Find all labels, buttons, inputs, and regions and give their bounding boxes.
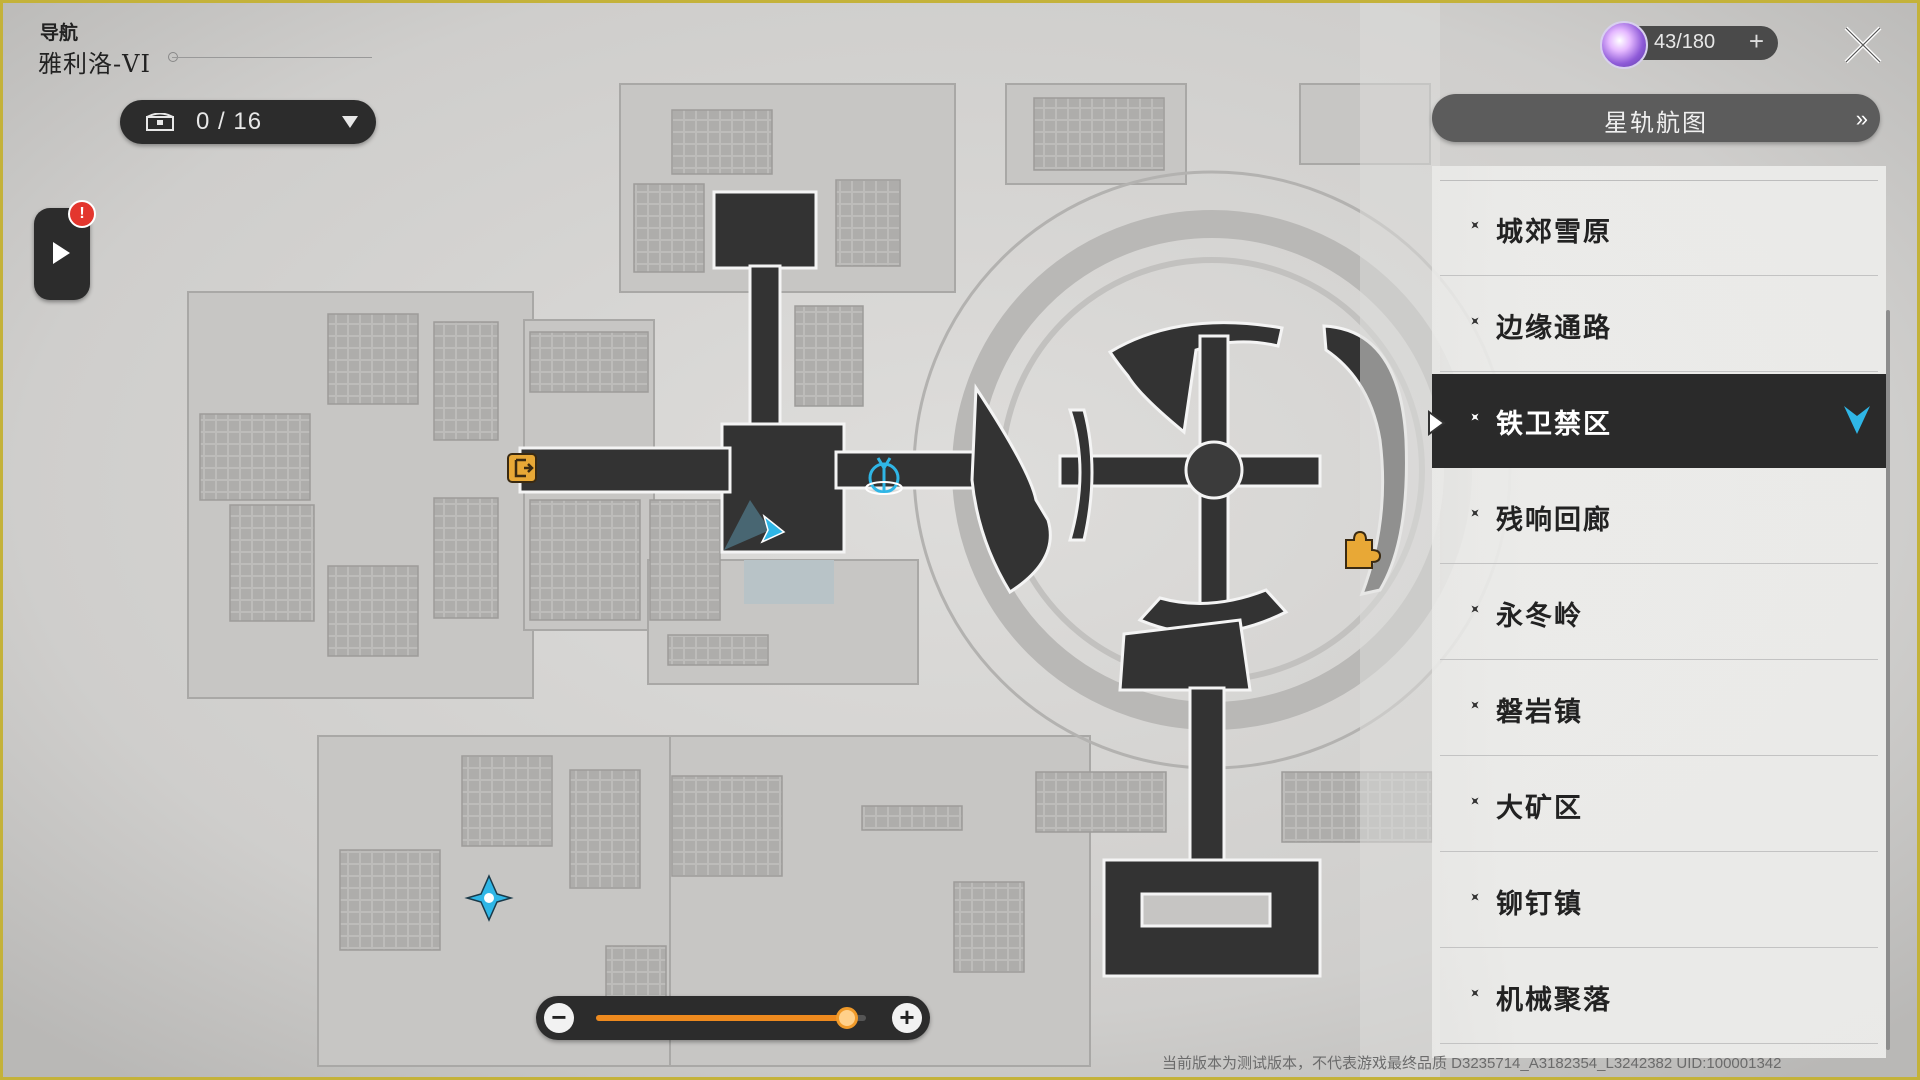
list-divider xyxy=(1440,180,1878,181)
area-list-item-label: 边缘通路 xyxy=(1496,313,1612,343)
area-list-item-label: 大矿区 xyxy=(1496,793,1583,823)
map-central-node xyxy=(1184,440,1244,500)
version-watermark: 当前版本为测试版本，不代表游戏最终品质 D3235714_A3182354_L3… xyxy=(1162,1055,1782,1072)
teleport-waypoint-icon xyxy=(464,874,514,922)
zoom-control: − + xyxy=(536,996,930,1040)
space-anchor-icon xyxy=(865,457,903,495)
area-list-item[interactable]: 铆钉镇 xyxy=(1432,854,1886,948)
sparkle-bullet-icon xyxy=(1468,698,1482,712)
sparkle-bullet-icon xyxy=(1468,410,1482,424)
sparkle-bullet-icon xyxy=(1468,602,1482,616)
area-list-item[interactable]: 城郊雪原 xyxy=(1432,182,1886,276)
list-divider xyxy=(1440,563,1878,564)
list-scrollbar[interactable] xyxy=(1886,310,1890,1050)
area-list-item-label: 磐岩镇 xyxy=(1496,697,1583,727)
sparkle-bullet-icon xyxy=(1468,986,1482,1000)
area-list-item-label: 铆钉镇 xyxy=(1496,889,1583,919)
star-rail-map-label: 星轨航图 xyxy=(1604,110,1708,137)
nav-label: 导航 xyxy=(40,23,79,44)
trailblaze-power-orb-icon xyxy=(1600,21,1648,69)
star-rail-map-button[interactable]: 星轨航图 » xyxy=(1432,94,1880,142)
region-divider xyxy=(172,57,372,58)
treasure-count: 0 / 16 xyxy=(196,108,263,135)
zoom-slider[interactable] xyxy=(596,1007,866,1029)
zoom-out-button[interactable]: − xyxy=(544,1003,574,1033)
list-divider xyxy=(1440,371,1878,372)
add-power-button[interactable]: + xyxy=(1748,26,1764,56)
list-divider xyxy=(1440,1043,1878,1044)
exit-door-icon xyxy=(507,453,537,483)
list-divider xyxy=(1440,275,1878,276)
area-list-item-label: 机械聚落 xyxy=(1496,985,1612,1015)
chevron-down-icon xyxy=(342,116,358,128)
sparkle-bullet-icon xyxy=(1468,506,1482,520)
quest-tracker-button[interactable]: ! xyxy=(34,200,96,300)
treasure-counter-dropdown[interactable]: 0 / 16 xyxy=(120,100,376,144)
treasure-chest-icon xyxy=(146,113,174,131)
map-building-blocks xyxy=(199,97,1433,1027)
trailblaze-power-value: 43/180 xyxy=(1654,31,1716,53)
list-divider xyxy=(1440,947,1878,948)
sparkle-bullet-icon xyxy=(1468,218,1482,232)
sparkle-bullet-icon xyxy=(1468,314,1482,328)
area-list-item[interactable]: 永冬岭 xyxy=(1432,566,1886,660)
area-list[interactable]: 城郊雪原边缘通路铁卫禁区残响回廊永冬岭磐岩镇大矿区铆钉镇机械聚落 xyxy=(1432,166,1886,1058)
area-list-item[interactable]: 铁卫禁区 xyxy=(1432,374,1886,468)
zoom-in-button[interactable]: + xyxy=(892,1003,922,1033)
close-icon[interactable] xyxy=(1842,24,1884,66)
trailblaze-power-display[interactable]: 43/180 + xyxy=(1600,21,1778,69)
area-list-item[interactable]: 残响回廊 xyxy=(1432,470,1886,564)
sparkle-bullet-icon xyxy=(1468,794,1482,808)
area-list-item[interactable]: 大矿区 xyxy=(1432,758,1886,852)
area-list-item-label: 残响回廊 xyxy=(1496,505,1612,535)
region-name: 雅利洛-VI xyxy=(38,50,151,78)
player-arrow-icon xyxy=(724,500,786,550)
zoom-slider-handle[interactable] xyxy=(836,1007,859,1029)
zoom-slider-fill xyxy=(596,1015,848,1021)
area-list-item[interactable]: 边缘通路 xyxy=(1432,278,1886,372)
puzzle-piece-icon xyxy=(1345,530,1382,569)
list-divider xyxy=(1440,659,1878,660)
area-list-item-label: 永冬岭 xyxy=(1496,601,1583,631)
area-list-item-label: 城郊雪原 xyxy=(1496,217,1612,247)
area-list-item[interactable]: 机械聚落 xyxy=(1432,950,1886,1044)
map-highlight-rooms xyxy=(744,560,834,604)
selection-pointer-icon xyxy=(1428,410,1446,436)
list-divider xyxy=(1440,755,1878,756)
sparkle-bullet-icon xyxy=(1468,890,1482,904)
alert-badge: ! xyxy=(68,200,96,228)
list-divider xyxy=(1440,851,1878,852)
play-icon xyxy=(53,242,70,264)
location-pin-icon xyxy=(1844,406,1870,434)
area-list-item-label: 铁卫禁区 xyxy=(1496,409,1612,439)
double-chevron-right-icon: » xyxy=(1855,106,1869,131)
area-list-item[interactable]: 磐岩镇 xyxy=(1432,662,1886,756)
